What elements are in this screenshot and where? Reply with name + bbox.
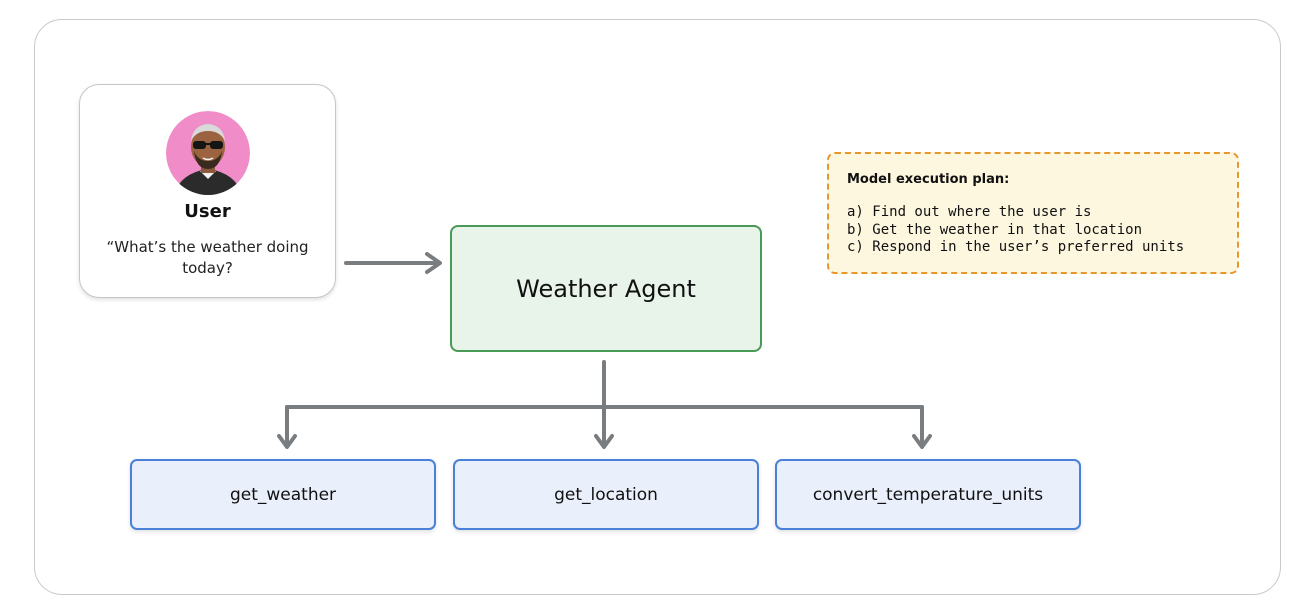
tool-label: get_location: [554, 484, 658, 505]
plan-step: b) Get the weather in that location: [847, 221, 1143, 238]
plan-step: a) Find out where the user is: [847, 204, 1092, 220]
tool-node-convert-temperature-units: convert_temperature_units: [775, 459, 1081, 530]
user-query: “What’s the weather doing today?: [106, 238, 309, 277]
execution-plan-note: Model execution plan: a) Find out where …: [827, 152, 1239, 274]
plan-step: c) Respond in the user’s preferred units: [847, 239, 1185, 255]
tool-label: convert_temperature_units: [812, 484, 1044, 505]
tool-node-get-location: get_location: [453, 459, 759, 530]
weather-agent-node: Weather Agent: [450, 225, 762, 352]
user-card: User “What’s the weather doing today?: [79, 84, 336, 298]
weather-agent-label: Weather Agent: [516, 274, 696, 303]
user-name: User: [184, 201, 231, 222]
user-avatar-icon: [166, 111, 250, 195]
tool-label: get_weather: [229, 484, 337, 505]
tool-node-get-weather: get_weather: [130, 459, 436, 530]
execution-plan-title: Model execution plan:: [847, 172, 1010, 187]
